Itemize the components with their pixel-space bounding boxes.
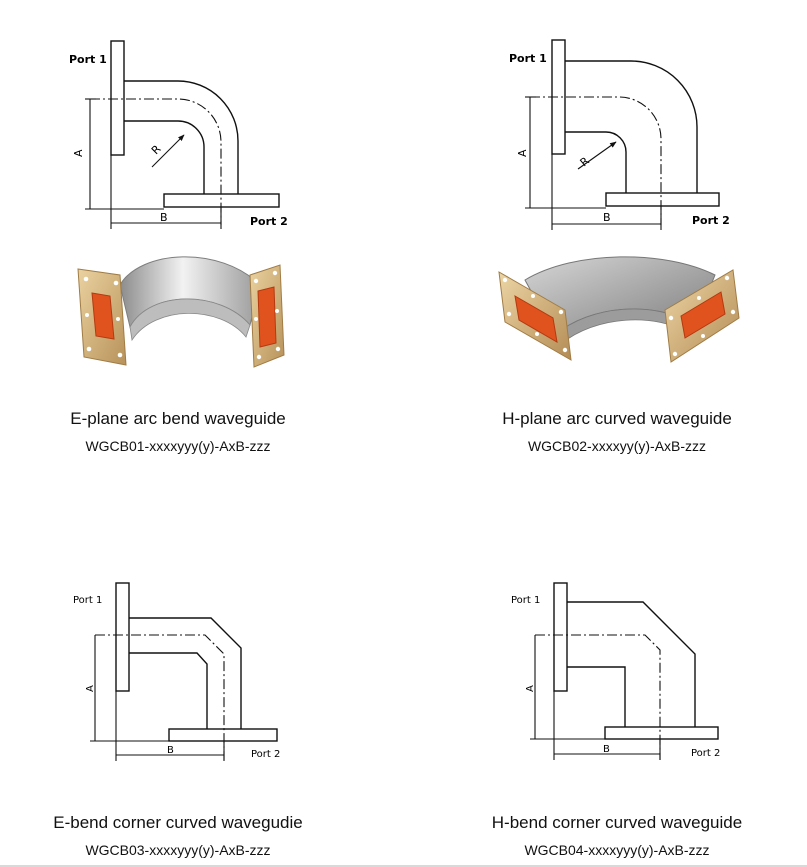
outer-wall	[565, 60, 698, 193]
port1-label: Port 1	[511, 595, 540, 606]
centerline	[95, 634, 225, 760]
outer-wall	[129, 617, 242, 729]
right-flange	[664, 269, 740, 363]
left-aperture	[91, 292, 115, 340]
dim-a-label: A	[72, 149, 85, 157]
right-aperture	[257, 286, 277, 348]
item1-title: E-plane arc bend waveguide	[70, 409, 286, 428]
e-bend-corner-drawing: Port 1 Port 2 A B	[73, 582, 280, 761]
item3-code: WGCB03-xxxxyyy(y)-AxB-zzz	[85, 842, 271, 858]
outer-wall	[567, 601, 696, 727]
inner-wall	[565, 131, 627, 193]
centerline	[530, 96, 662, 225]
port1-flange	[553, 582, 568, 692]
dim-b-label: B	[160, 211, 168, 224]
inner-wall	[567, 666, 626, 727]
dim-b-label: B	[167, 745, 174, 756]
port2-flange	[605, 192, 720, 207]
port1-flange	[110, 40, 125, 156]
radius-label: R	[149, 142, 164, 157]
item2-code: WGCB02-xxxxyy(y)-AxB-zzz	[527, 438, 707, 454]
right-flange	[249, 264, 285, 368]
radius-arrow	[577, 141, 617, 170]
port1-label: Port 1	[509, 52, 547, 65]
dim-a-label: A	[85, 685, 96, 692]
port1-label: Port 1	[73, 595, 102, 606]
port2-label: Port 2	[692, 214, 730, 227]
dim-a-label: A	[516, 149, 529, 157]
dim-a-label: A	[525, 685, 536, 692]
e-plane-arc-bend-drawing: Port 1 Port 2 A B R	[69, 40, 288, 229]
left-flange	[498, 271, 572, 361]
left-aperture	[514, 295, 558, 343]
centerline	[90, 98, 222, 225]
e-plane-arc-bend-photo	[77, 256, 285, 368]
h-bend-corner-drawing: Port 1 Port 2 A B	[511, 582, 720, 760]
item3-title: E-bend corner curved wavegudie	[53, 813, 303, 832]
item4-title: H-bend corner curved waveguide	[491, 813, 743, 832]
port1-flange	[115, 582, 130, 692]
port2-flange	[604, 726, 719, 740]
dim-b-label: B	[603, 211, 611, 224]
item4-code: WGCB04-xxxxyyy(y)-AxB-zzz	[524, 842, 710, 858]
bottom-divider	[0, 865, 807, 867]
h-plane-arc-curved-photo	[498, 256, 740, 363]
port2-label: Port 2	[691, 748, 720, 759]
dim-b-label: B	[603, 744, 610, 755]
port1-label: Port 1	[69, 53, 107, 66]
outer-wall	[124, 80, 239, 194]
radius-arrow	[151, 134, 185, 168]
item1-code: WGCB01-xxxxyyy(y)-AxB-zzz	[85, 438, 271, 454]
left-flange	[77, 268, 127, 366]
h-plane-arc-curved-drawing: Port 1 Port 2 A B R	[509, 39, 730, 230]
port2-label: Port 2	[251, 749, 280, 760]
right-aperture	[680, 291, 726, 339]
item2-title: H-plane arc curved waveguide	[502, 409, 732, 428]
port2-flange	[168, 728, 278, 742]
inner-wall	[129, 652, 208, 729]
centerline	[535, 634, 661, 760]
radius-label: R	[578, 154, 592, 169]
port2-label: Port 2	[250, 215, 288, 228]
inner-wall	[124, 120, 205, 194]
